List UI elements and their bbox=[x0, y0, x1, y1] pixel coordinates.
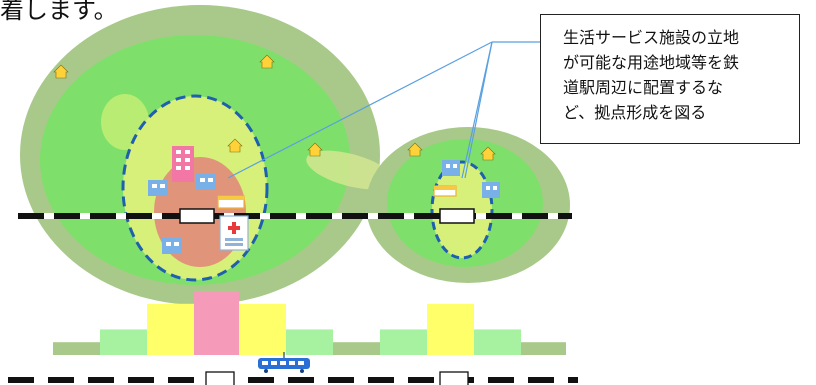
density-bar bbox=[427, 303, 474, 355]
callout-box: 生活サービス施設の立地 が可能な用途地域等を鉄 道駅周辺に配置するな ど、拠点形… bbox=[540, 14, 800, 144]
station-icon-bottom-right bbox=[439, 371, 469, 385]
density-bar bbox=[147, 303, 194, 355]
callout-line: 生活サービス施設の立地 bbox=[563, 28, 740, 47]
header-text: 着します。 bbox=[0, 0, 118, 24]
station-icon-bottom-left bbox=[205, 371, 235, 385]
train-icon bbox=[258, 352, 310, 373]
boundary-left bbox=[121, 94, 269, 282]
density-bar bbox=[474, 329, 521, 355]
apartment-windows bbox=[152, 150, 497, 246]
hospital-icon bbox=[219, 215, 249, 251]
callout-leader-lines bbox=[227, 41, 540, 179]
density-bar bbox=[521, 342, 566, 355]
callout-line: 道駅周辺に配置するな bbox=[563, 78, 724, 97]
density-bar bbox=[194, 291, 239, 355]
callout-line: が可能な用途地域等を鉄 bbox=[563, 53, 740, 72]
station-icon-right bbox=[439, 208, 475, 224]
density-bar bbox=[53, 342, 100, 355]
density-bars bbox=[53, 291, 566, 355]
station-icon-left bbox=[179, 208, 215, 224]
boundary-right bbox=[430, 160, 494, 260]
density-bar bbox=[333, 342, 380, 355]
density-bar bbox=[286, 329, 333, 355]
house-icon bbox=[53, 54, 496, 161]
density-bar bbox=[100, 329, 147, 355]
callout-line: ど、拠点形成を図る bbox=[563, 103, 707, 122]
density-bar bbox=[380, 329, 427, 355]
shop-icon bbox=[217, 185, 457, 209]
density-bar bbox=[239, 303, 286, 355]
